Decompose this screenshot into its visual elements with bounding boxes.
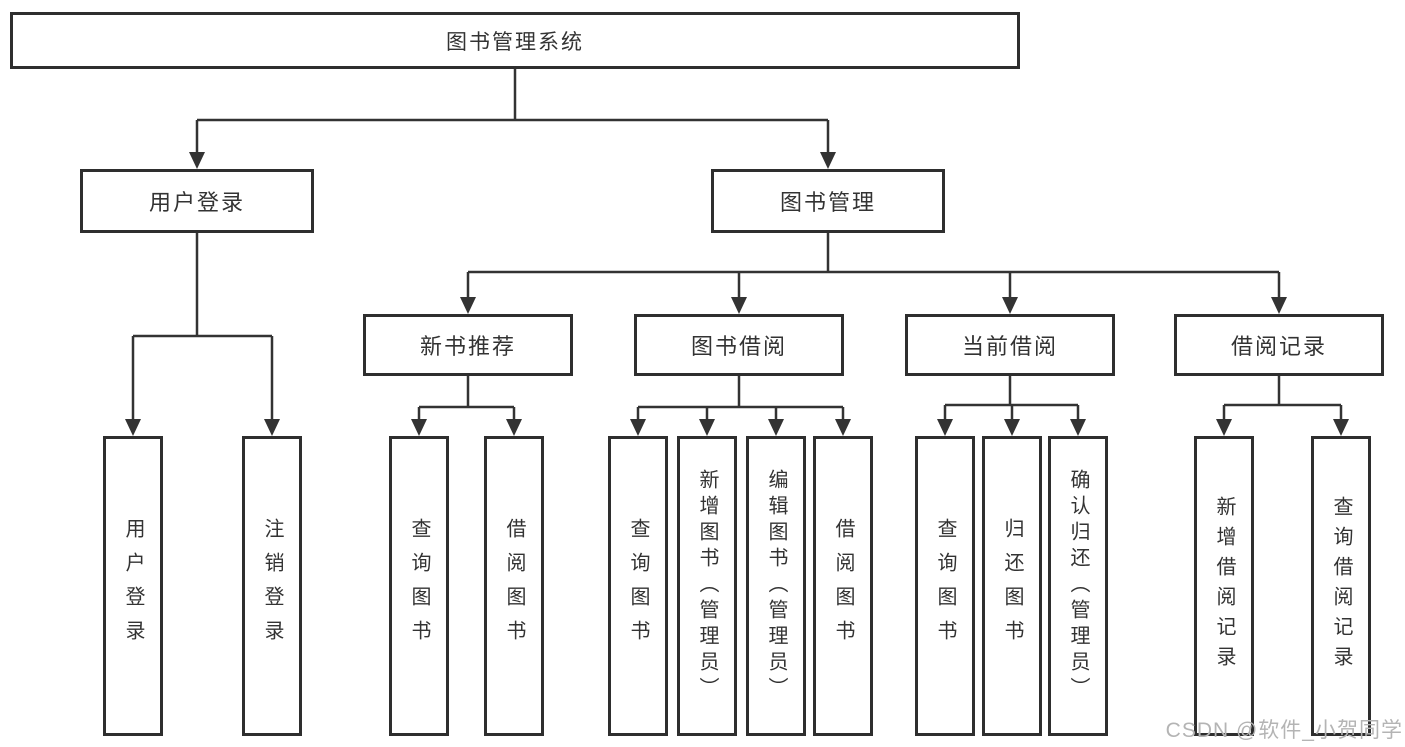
- node-current-borrow: 当前借阅: [905, 314, 1115, 376]
- node-label: 用户登录: [148, 190, 245, 215]
- leaf-borrow-books-2: 借阅图书: [813, 436, 873, 736]
- leaf-query-borrow-record: 查询借阅记录: [1311, 436, 1371, 736]
- leaf-user-login: 用户登录: [103, 436, 163, 736]
- node-library-management-system: 图书管理系统: [10, 12, 1020, 69]
- node-label: 新增借阅记录: [1213, 496, 1235, 676]
- node-label: 新增图书（管理员）: [696, 469, 718, 703]
- node-new-book-recommend: 新书推荐: [363, 314, 573, 376]
- leaf-borrow-books-1: 借阅图书: [484, 436, 544, 736]
- leaf-add-borrow-record: 新增借阅记录: [1194, 436, 1254, 736]
- node-label: 归还图书: [1001, 518, 1023, 654]
- leaf-query-books-2: 查询图书: [608, 436, 668, 736]
- node-label: 确认归还（管理员）: [1067, 469, 1089, 703]
- node-label: 查询借阅记录: [1330, 496, 1352, 676]
- node-label: 借阅图书: [503, 518, 525, 654]
- csdn-watermark: CSDN @软件_小贺同学: [1165, 719, 1403, 742]
- node-book-management: 图书管理: [711, 169, 945, 233]
- leaf-add-books-admin: 新增图书（管理员）: [677, 436, 737, 736]
- node-label: 编辑图书（管理员）: [765, 469, 787, 703]
- node-label: 图书管理系统: [446, 30, 584, 54]
- node-label: 图书借阅: [690, 334, 787, 359]
- leaf-logout: 注销登录: [242, 436, 302, 736]
- leaf-query-books-1: 查询图书: [389, 436, 449, 736]
- node-label: 用户登录: [122, 518, 144, 654]
- node-label: 借阅记录: [1230, 334, 1327, 359]
- leaf-query-books-3: 查询图书: [915, 436, 975, 736]
- leaf-return-books: 归还图书: [982, 436, 1042, 736]
- node-label: 新书推荐: [419, 334, 516, 359]
- node-label: 图书管理: [779, 190, 876, 215]
- node-borrow-record: 借阅记录: [1174, 314, 1384, 376]
- node-user-login: 用户登录: [80, 169, 314, 233]
- node-label: 当前借阅: [961, 334, 1058, 359]
- node-label: 查询图书: [627, 518, 649, 654]
- node-label: 注销登录: [261, 518, 283, 654]
- node-label: 借阅图书: [832, 518, 854, 654]
- node-label: 查询图书: [408, 518, 430, 654]
- node-label: 查询图书: [934, 518, 956, 654]
- node-book-borrow: 图书借阅: [634, 314, 844, 376]
- leaf-confirm-return-admin: 确认归还（管理员）: [1048, 436, 1108, 736]
- leaf-edit-books-admin: 编辑图书（管理员）: [746, 436, 806, 736]
